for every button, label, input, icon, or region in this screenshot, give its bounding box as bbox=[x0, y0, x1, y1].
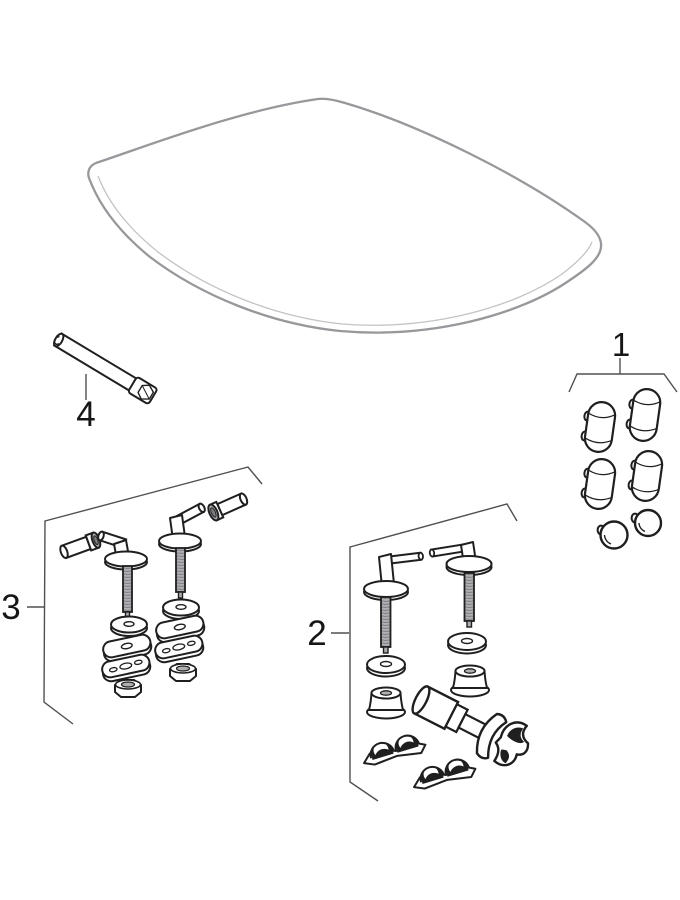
bushing bbox=[450, 664, 490, 698]
callout-1-label: 1 bbox=[612, 326, 630, 363]
bushing bbox=[366, 686, 406, 720]
sleeve-tube bbox=[207, 492, 249, 522]
callout-3-bracket bbox=[27, 466, 263, 725]
buffer-capsule bbox=[580, 458, 617, 510]
hinge-bolt bbox=[97, 530, 148, 619]
toilet-seat-lid bbox=[87, 97, 603, 334]
callout-3-label: 3 bbox=[1, 588, 20, 627]
hinge-bolt bbox=[428, 541, 493, 628]
callout-2-bracket bbox=[331, 503, 518, 802]
buffer-cap bbox=[596, 520, 629, 550]
part-2-fastening-set: 2 bbox=[307, 503, 530, 802]
oval-plate bbox=[102, 633, 153, 663]
spindle-rod bbox=[52, 332, 158, 405]
threaded-shaft bbox=[463, 572, 475, 622]
threaded-shaft bbox=[380, 596, 392, 648]
washer bbox=[366, 655, 406, 678]
saddle-band bbox=[475, 712, 508, 760]
hex-nut bbox=[169, 663, 197, 682]
hinge-bolt bbox=[158, 502, 206, 599]
hinge-bolt bbox=[363, 551, 424, 654]
washer bbox=[110, 615, 148, 637]
washer bbox=[447, 632, 487, 655]
part-1-buffer-set: 1 bbox=[568, 326, 678, 550]
buffer-capsule bbox=[627, 450, 664, 502]
callout-4-label: 4 bbox=[76, 395, 95, 434]
washer bbox=[162, 598, 200, 620]
part-3-fastening-set: 3 bbox=[1, 466, 263, 725]
callout-2-label: 2 bbox=[307, 614, 326, 653]
threaded-shaft bbox=[175, 547, 186, 593]
oval-plate-3-hole bbox=[101, 653, 152, 683]
clamp-pair bbox=[408, 754, 479, 792]
clamp-pair bbox=[358, 730, 429, 768]
sleeve-tube bbox=[59, 531, 102, 560]
oval-plate-3-hole bbox=[154, 634, 205, 664]
hex-nut bbox=[114, 679, 142, 698]
seat-lid-outer-edge bbox=[87, 97, 603, 334]
part-4-hinge-spindle: 4 bbox=[52, 332, 158, 434]
buffer-cap bbox=[630, 508, 663, 538]
callout-1-bracket bbox=[568, 358, 678, 393]
expansion-anchor-bolt bbox=[411, 685, 530, 767]
buffer-capsule bbox=[625, 388, 662, 442]
threaded-shaft bbox=[122, 565, 133, 613]
seat-lid-inner-edge bbox=[97, 175, 593, 326]
buffer-capsule bbox=[580, 401, 617, 453]
